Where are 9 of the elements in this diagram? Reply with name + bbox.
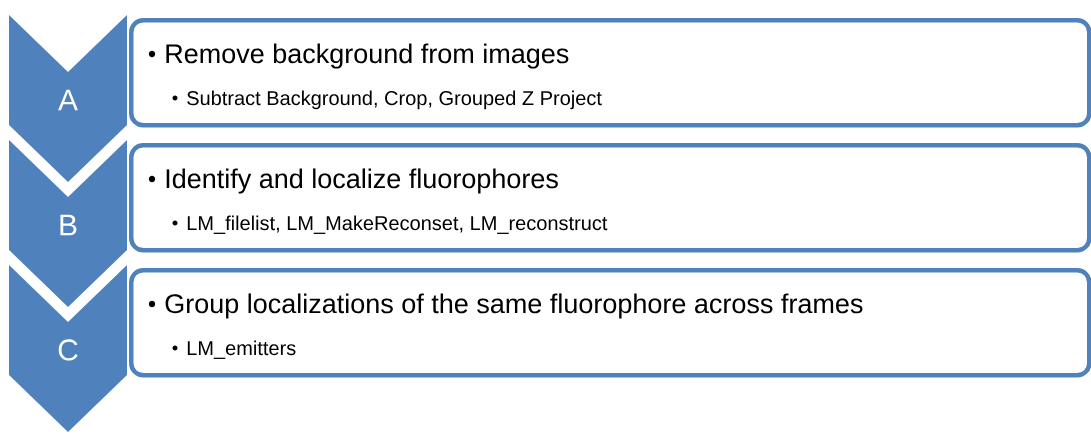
step-detail: Subtract Background, Crop, Grouped Z Project: [187, 90, 602, 110]
step-box: [129, 18, 1091, 128]
step-detail: LM_emitters: [187, 340, 296, 359]
step-detail: LM_filelist, LM_MakeReconset, LM_reconstruct: [187, 215, 608, 234]
step-title: Remove background from images: [166, 43, 569, 69]
step-box: [129, 268, 1091, 378]
step-title: Identify and localize fluorophores: [166, 168, 558, 194]
step-title: Group localizations of the same fluorophore across frames: [165, 293, 863, 319]
step-box: [129, 143, 1091, 253]
